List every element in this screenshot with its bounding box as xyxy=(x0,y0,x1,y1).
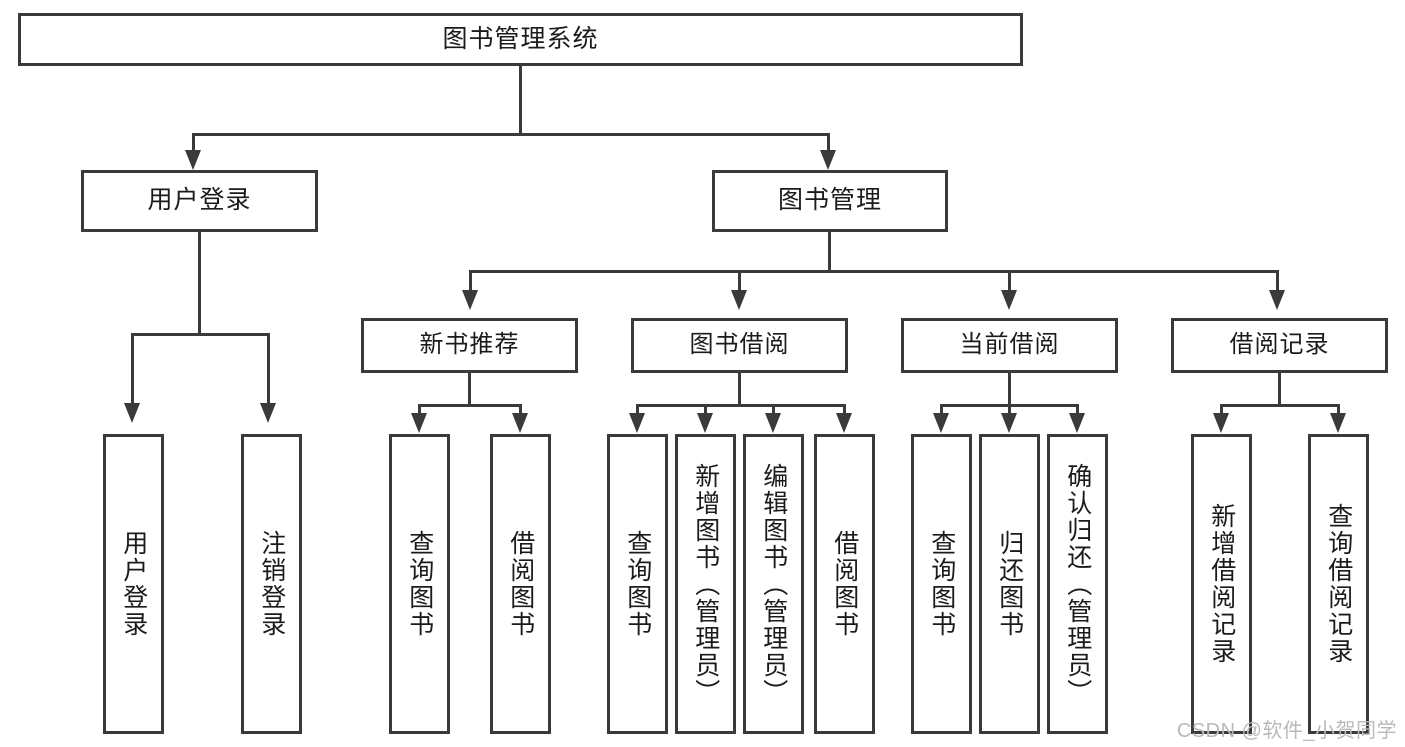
arrow-to-leaf-logout xyxy=(260,403,276,423)
arrow-to-leaf-user-login xyxy=(124,403,140,423)
connector-drop-nb-borrow xyxy=(519,404,522,416)
leaf-cb-return-book[interactable]: 归还图书 xyxy=(979,434,1040,734)
connector-drop-br-add xyxy=(1220,404,1223,416)
connector-drop-borrow-record xyxy=(1276,270,1279,292)
connector-drop-nb-query xyxy=(418,404,421,416)
connector-drop-book-manage xyxy=(827,133,830,153)
leaf-cb-query-book[interactable]: 查询图书 xyxy=(911,434,972,734)
node-label: 查询借阅记录 xyxy=(1324,503,1353,665)
leaf-bb-add-book[interactable]: 新增图书（管理员） xyxy=(675,434,736,734)
arrow-to-cb-query xyxy=(933,413,949,433)
node-label: 查询图书 xyxy=(623,530,652,638)
node-label: 查询图书 xyxy=(405,530,434,638)
arrow-to-book-manage xyxy=(820,150,836,170)
arrow-to-nb-query xyxy=(411,413,427,433)
connector-book-manage-bus xyxy=(469,270,1279,273)
connector-borrow-record-bus xyxy=(1220,404,1340,407)
arrow-to-current-borrow xyxy=(1001,290,1017,310)
arrow-to-cb-confirm xyxy=(1069,413,1085,433)
node-book-borrow[interactable]: 图书借阅 xyxy=(631,318,848,373)
arrow-to-new-book xyxy=(462,290,478,310)
node-label: 借阅图书 xyxy=(830,530,859,638)
leaf-br-query-record[interactable]: 查询借阅记录 xyxy=(1308,434,1369,734)
connector-new-book-bus xyxy=(418,404,522,407)
arrow-to-bb-add xyxy=(697,413,713,433)
arrow-to-br-add xyxy=(1213,413,1229,433)
watermark-text: CSDN @软件_小贺同学 xyxy=(1176,720,1397,742)
connector-book-manage-stem xyxy=(828,232,831,272)
arrow-to-bb-edit xyxy=(765,413,781,433)
node-label: 查询图书 xyxy=(927,530,956,638)
connector-drop-cb-return xyxy=(1008,404,1011,416)
leaf-user-login[interactable]: 用户登录 xyxy=(103,434,164,734)
connector-drop-bb-borrow xyxy=(843,404,846,416)
connector-drop-leaf-logout xyxy=(267,333,270,405)
connector-book-borrow-bus xyxy=(636,404,846,407)
arrow-to-bb-query xyxy=(629,413,645,433)
node-label: 借阅图书 xyxy=(506,530,535,638)
node-label: 图书借阅 xyxy=(689,331,790,359)
node-label: 新书推荐 xyxy=(419,331,520,359)
connector-user-login-bus xyxy=(131,333,269,336)
connector-drop-book-borrow xyxy=(738,270,741,292)
leaf-nb-borrow-book[interactable]: 借阅图书 xyxy=(490,434,551,734)
connector-drop-cb-confirm xyxy=(1076,404,1079,416)
arrow-to-nb-borrow xyxy=(512,413,528,433)
connector-book-borrow-stem xyxy=(738,373,741,406)
arrow-to-borrow-record xyxy=(1269,290,1285,310)
connector-drop-current-borrow xyxy=(1008,270,1011,292)
connector-drop-leaf-user-login xyxy=(131,333,134,405)
connector-root-bus xyxy=(192,133,830,136)
connector-borrow-record-stem xyxy=(1278,373,1281,406)
connector-drop-new-book xyxy=(469,270,472,292)
node-label: 当前借阅 xyxy=(959,331,1060,359)
connector-new-book-stem xyxy=(468,373,471,406)
leaf-logout[interactable]: 注销登录 xyxy=(241,434,302,734)
node-label: 新增借阅记录 xyxy=(1207,503,1236,665)
node-current-borrow[interactable]: 当前借阅 xyxy=(901,318,1118,373)
node-user-login[interactable]: 用户登录 xyxy=(81,170,318,232)
node-label: 用户登录 xyxy=(119,530,148,638)
node-label: 编辑图书（管理员） xyxy=(759,462,788,706)
node-new-book-recommend[interactable]: 新书推荐 xyxy=(361,318,578,373)
node-label: 图书管理系统 xyxy=(442,24,599,53)
leaf-nb-query-book[interactable]: 查询图书 xyxy=(389,434,450,734)
connector-user-login-stem xyxy=(198,232,201,335)
arrow-to-user-login xyxy=(185,150,201,170)
node-label: 新增图书（管理员） xyxy=(691,462,720,706)
connector-drop-br-query xyxy=(1337,404,1340,416)
leaf-bb-query-book[interactable]: 查询图书 xyxy=(607,434,668,734)
connector-drop-user-login xyxy=(192,133,195,153)
node-label: 借阅记录 xyxy=(1229,331,1330,359)
arrow-to-cb-return xyxy=(1001,413,1017,433)
leaf-bb-edit-book[interactable]: 编辑图书（管理员） xyxy=(743,434,804,734)
node-label: 确认归还（管理员） xyxy=(1063,462,1092,706)
node-label: 归还图书 xyxy=(995,530,1024,638)
node-borrow-record[interactable]: 借阅记录 xyxy=(1171,318,1388,373)
arrow-to-br-query xyxy=(1330,413,1346,433)
leaf-cb-confirm-return[interactable]: 确认归还（管理员） xyxy=(1047,434,1108,734)
connector-drop-bb-add xyxy=(704,404,707,416)
node-label: 用户登录 xyxy=(147,186,252,215)
node-root-system[interactable]: 图书管理系统 xyxy=(18,13,1023,66)
node-book-manage[interactable]: 图书管理 xyxy=(712,170,948,232)
node-label: 注销登录 xyxy=(257,530,286,638)
connector-drop-cb-query xyxy=(940,404,943,416)
connector-drop-bb-query xyxy=(636,404,639,416)
arrow-to-bb-borrow xyxy=(836,413,852,433)
leaf-br-add-record[interactable]: 新增借阅记录 xyxy=(1191,434,1252,734)
arrow-to-book-borrow xyxy=(731,290,747,310)
node-label: 图书管理 xyxy=(777,186,882,215)
connector-root-stem xyxy=(519,66,522,135)
connector-drop-bb-edit xyxy=(772,404,775,416)
leaf-bb-borrow-book[interactable]: 借阅图书 xyxy=(814,434,875,734)
connector-current-borrow-stem xyxy=(1008,373,1011,406)
